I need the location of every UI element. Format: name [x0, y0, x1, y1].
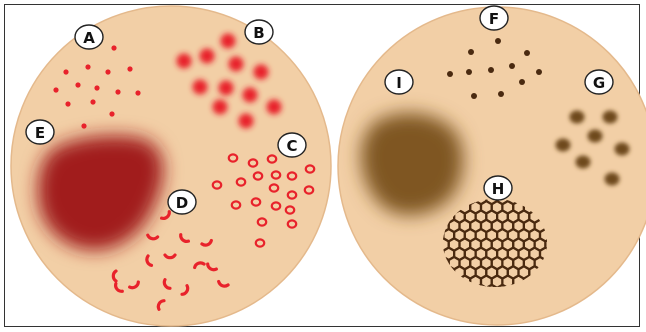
label-F-text: F: [489, 10, 499, 28]
label-I: I: [385, 70, 413, 94]
red-dot: [111, 45, 116, 50]
brown-dot: [524, 50, 530, 56]
network-cell: [529, 322, 540, 332]
label-C: C: [278, 133, 306, 157]
label-H-text: H: [492, 180, 505, 198]
red-dot: [63, 69, 68, 74]
label-D: D: [168, 190, 196, 214]
red-dot: [65, 101, 70, 106]
brown-dot: [495, 38, 501, 44]
label-F: F: [480, 6, 508, 30]
red-blob: [213, 100, 228, 115]
brown-globule: [605, 173, 620, 186]
red-dot: [94, 85, 99, 90]
red-dot: [90, 99, 95, 104]
red-blob: [229, 57, 244, 72]
network-cell: [578, 313, 589, 325]
red-dot: [53, 87, 58, 92]
red-dot: [127, 66, 132, 71]
brown-dot: [447, 71, 453, 77]
brown-dot: [468, 49, 474, 55]
label-D-text: D: [176, 194, 188, 212]
label-B-text: B: [253, 24, 264, 42]
red-blob: [221, 34, 236, 49]
brown-dot: [536, 69, 542, 75]
red-dot: [135, 90, 140, 95]
brown-globule: [576, 156, 591, 169]
brown-globule: [570, 111, 585, 124]
network-cell: [540, 322, 551, 332]
brown-dot: [519, 79, 525, 85]
red-dot: [81, 123, 86, 128]
label-E-text: E: [35, 124, 45, 142]
red-blob: [239, 114, 254, 129]
brown-dot: [509, 63, 515, 69]
red-blob: [219, 81, 234, 96]
red-dot: [109, 111, 114, 116]
red-blob: [177, 54, 192, 69]
red-blob: [200, 49, 215, 64]
brown-globule: [615, 143, 630, 156]
label-I-text: I: [396, 74, 402, 92]
label-G: G: [585, 70, 613, 94]
brown-globule: [588, 130, 603, 143]
network-cell: [454, 322, 465, 332]
label-G-text: G: [593, 74, 605, 92]
network-cell: [572, 322, 583, 332]
network-cell: [433, 322, 444, 332]
label-C-text: C: [286, 137, 297, 155]
red-blob: [254, 65, 269, 80]
network-cell: [551, 322, 562, 332]
label-A: A: [75, 25, 103, 49]
label-B: B: [245, 20, 273, 44]
brown-dot: [466, 69, 472, 75]
network-cell: [567, 313, 578, 325]
brown-globule: [603, 111, 618, 124]
label-E: E: [26, 120, 54, 144]
network-cell: [556, 313, 567, 325]
red-dot: [115, 89, 120, 94]
red-blob: [193, 80, 208, 95]
brown-dot: [488, 67, 494, 73]
red-dot: [75, 82, 80, 87]
label-A-text: A: [83, 29, 95, 47]
lesion-I-patch: [361, 113, 463, 215]
brown-globule: [556, 139, 571, 152]
red-dot: [105, 69, 110, 74]
red-blob: [243, 88, 258, 103]
network-cell: [562, 322, 573, 332]
label-H: H: [484, 176, 512, 200]
red-blob: [267, 100, 282, 115]
brown-dot: [498, 91, 504, 97]
network-cell: [443, 322, 454, 332]
red-dot: [85, 64, 90, 69]
brown-dot: [471, 93, 477, 99]
